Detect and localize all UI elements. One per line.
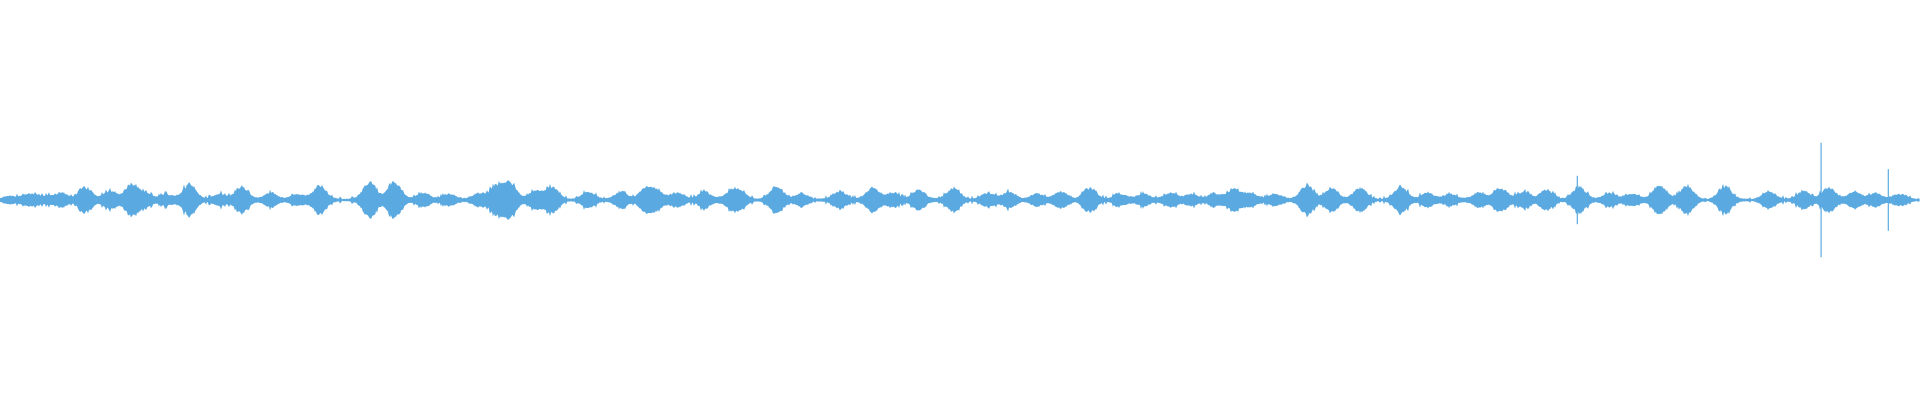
waveform-spikes	[1576, 142, 1889, 258]
waveform-amplitude-trace	[0, 180, 1920, 220]
